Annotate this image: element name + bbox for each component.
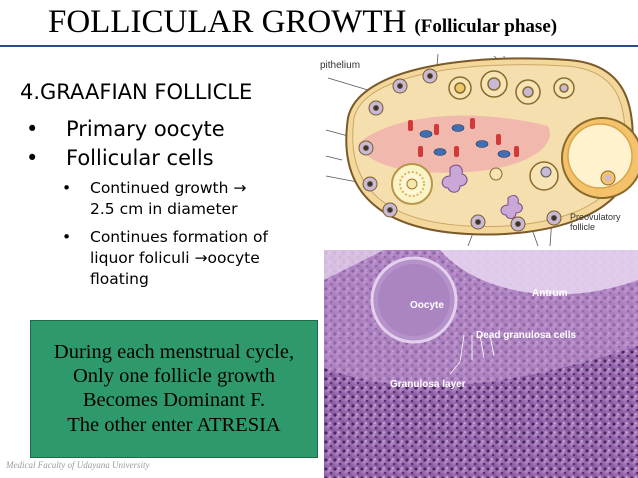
preovulatory-label-line2: follicle: [570, 222, 595, 232]
bullet-dot: •: [26, 146, 39, 170]
sub-bullet-text: Continues formation of liquor foliculi →…: [90, 227, 310, 290]
callout-line: Only one follicle growth: [72, 365, 276, 387]
sub-bullet-line: 2.5 cm in diameter: [90, 200, 238, 218]
dead-granulosa-label: Dead granulosa cells: [476, 330, 576, 341]
callout-line: During each menstrual cycle,: [53, 341, 295, 363]
title-main: FOLLICULAR GROWTH: [48, 4, 407, 40]
sub-bullet-line: floating: [90, 270, 149, 288]
diagram-epithelium-label: pithelium: [320, 60, 360, 71]
antrum-label: Antrum: [532, 288, 568, 299]
bullet-text: Follicular cells: [66, 146, 214, 170]
follicle-micrograph: Oocyte Antrum Dead granulosa cells Granu…: [324, 250, 638, 478]
bullet-dot: •: [26, 117, 39, 141]
bullet-text: Primary oocyte: [66, 117, 225, 141]
sub-bullet-text: Continued growth → 2.5 cm in diameter: [90, 178, 310, 220]
sub-bullet-dot: •: [62, 179, 72, 197]
title-bar: FOLLICULAR GROWTH (Follicular phase): [0, 0, 638, 47]
sub-bullet-dot: •: [62, 228, 72, 246]
section-heading: 4.GRAAFIAN FOLLICLE: [20, 80, 253, 104]
sub-bullet-line: liquor foliculi →oocyte: [90, 249, 260, 267]
preovulatory-label-line1: Preovulatory: [570, 212, 621, 222]
sub-bullet-line: Continued growth →: [90, 179, 247, 197]
callout-line: Becomes Dominant F.: [82, 389, 266, 411]
title-subtitle: (Follicular phase): [414, 16, 558, 37]
ovary-diagram: pithelium: [318, 48, 638, 246]
callout-box: During each menstrual cycle, Only one fo…: [30, 320, 318, 458]
granulosa-layer-label: Granulosa layer: [390, 379, 466, 390]
slide-title: FOLLICULAR GROWTH (Follicular phase): [48, 4, 557, 41]
callout-line: The other enter ATRESIA: [67, 414, 281, 436]
footer-text: Medical Faculty of Udayana University: [6, 460, 150, 470]
sub-bullet-line: Continues formation of: [90, 228, 268, 246]
oocyte-label: Oocyte: [410, 300, 444, 311]
